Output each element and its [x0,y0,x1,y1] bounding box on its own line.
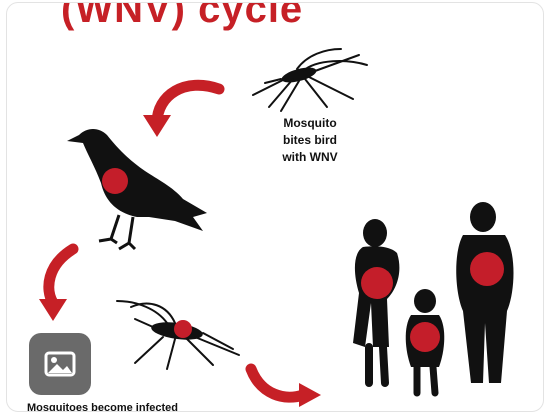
media-button[interactable] [29,333,91,395]
curved-arrow-left-icon [39,249,73,321]
image-card[interactable]: (WNV) cycle [6,2,544,412]
image-icon [44,351,76,377]
curved-arrow-top-icon [143,85,219,137]
mosquitoes-become-infected-label: Mosquitoes become infected [27,400,247,412]
mosquito-bottom-icon [117,301,239,369]
curved-arrow-bottom-icon [251,369,321,407]
mosquito-bites-bird-label: Mosquito bites bird with WNV [273,115,347,166]
woman-silhouette-icon [353,219,399,383]
child-silhouette-icon [406,289,445,393]
crow-silhouette-icon [67,129,207,249]
man-silhouette-icon [456,202,513,383]
mosquito-top-icon [253,49,367,111]
